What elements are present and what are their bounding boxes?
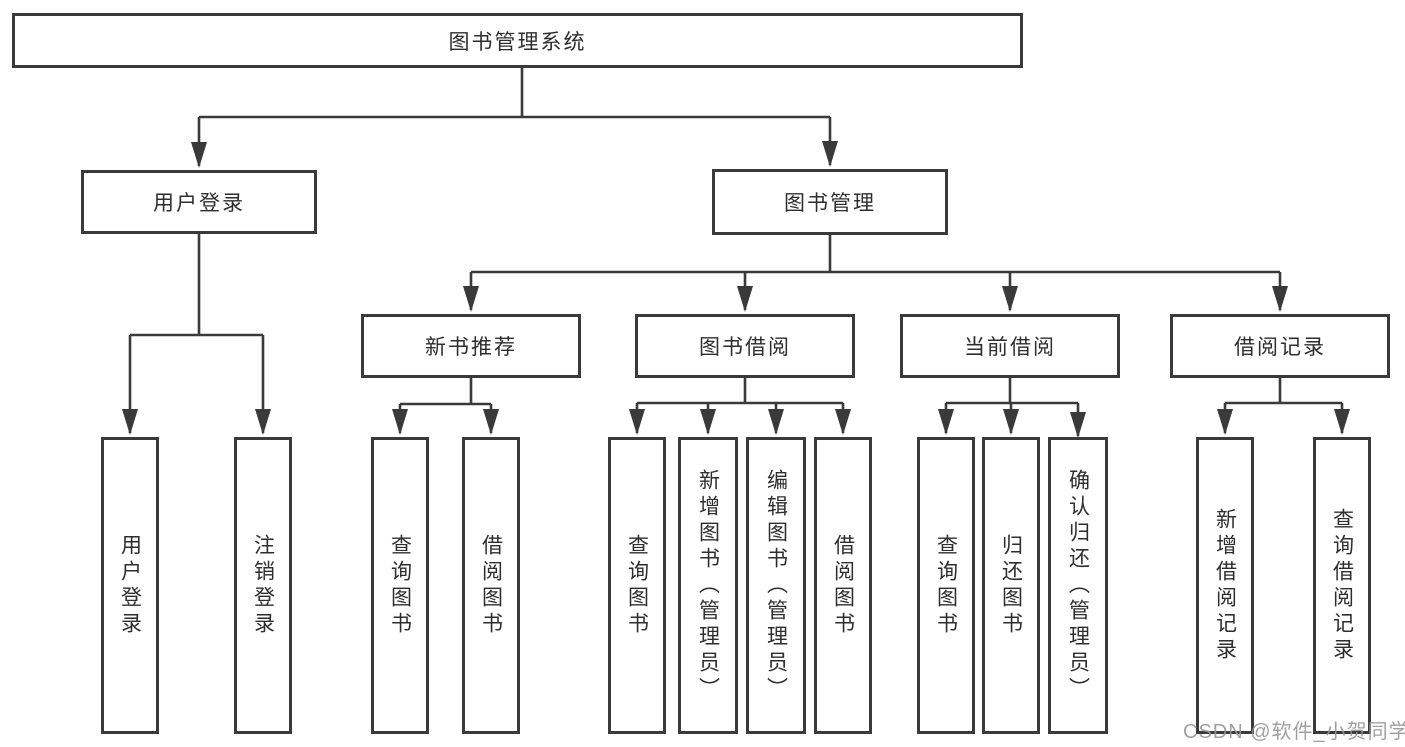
node-borrowing-records: 借阅记录 (1170, 314, 1390, 378)
node-label: 借阅图书 (831, 533, 855, 638)
leaf-add-book-admin: 新增图书（管理员） (678, 437, 738, 734)
node-label: 图书管理系统 (448, 30, 587, 54)
leaf-borrow-books: 借阅图书 (814, 437, 872, 734)
leaf-query-borrow-record: 查询借阅记录 (1313, 437, 1371, 734)
leaf-user-login: 用户登录 (101, 437, 159, 734)
node-label: 新增图书（管理员） (696, 468, 720, 703)
node-label: 图书借阅 (699, 336, 791, 359)
node-label: 新书推荐 (425, 336, 517, 359)
node-book-management: 图书管理 (712, 169, 948, 235)
leaf-query-books-recommend: 查询图书 (371, 437, 429, 734)
leaf-edit-book-admin: 编辑图书（管理员） (746, 437, 806, 734)
node-label: 查询图书 (625, 533, 649, 638)
node-current-borrowing: 当前借阅 (900, 314, 1120, 378)
csdn-watermark: CSDN @软件_小贺同学 (1183, 721, 1405, 743)
node-library-management-system: 图书管理系统 (12, 13, 1023, 68)
node-label: 归还图书 (999, 533, 1023, 638)
leaf-add-borrow-record: 新增借阅记录 (1196, 437, 1254, 734)
leaf-logout: 注销登录 (234, 437, 292, 734)
node-label: 查询借阅记录 (1330, 507, 1354, 664)
leaf-query-books-current: 查询图书 (917, 437, 975, 734)
node-label: 确认归还（管理员） (1066, 468, 1090, 703)
node-label: 当前借阅 (964, 336, 1056, 359)
node-new-book-recommendation: 新书推荐 (361, 314, 581, 378)
node-label: 新增借阅记录 (1213, 507, 1237, 664)
node-user-login: 用户登录 (81, 170, 317, 234)
leaf-confirm-return-admin: 确认归还（管理员） (1048, 437, 1108, 734)
node-label: 查询图书 (934, 533, 958, 638)
node-label: 注销登录 (251, 533, 275, 638)
node-book-borrowing: 图书借阅 (635, 314, 855, 378)
node-label: 查询图书 (388, 533, 412, 638)
node-label: 借阅记录 (1234, 336, 1326, 359)
node-label: 用户登录 (118, 533, 142, 638)
leaf-query-books-borrow: 查询图书 (608, 437, 666, 734)
node-label: 编辑图书（管理员） (764, 468, 788, 703)
node-label: 借阅图书 (479, 533, 503, 638)
leaf-borrow-books-recommend: 借阅图书 (462, 437, 520, 734)
leaf-return-book: 归还图书 (982, 437, 1040, 734)
node-label: 用户登录 (153, 192, 245, 215)
node-label: 图书管理 (784, 192, 876, 215)
